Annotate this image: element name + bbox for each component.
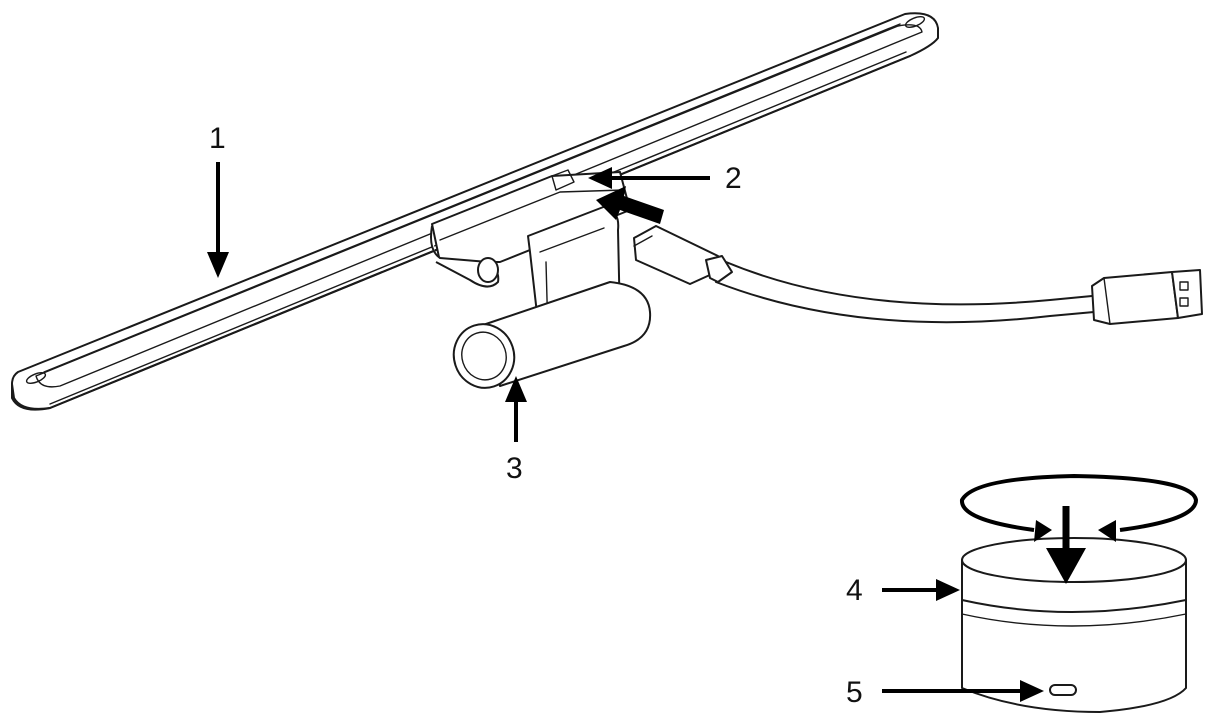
insert-arrow-icon [596,186,664,224]
clamp-icon [430,169,652,389]
callout-arrow-1 [207,162,229,278]
rotate-arrows-icon [960,473,1199,542]
callout-label-1: 1 [209,122,226,155]
callout-arrow-3 [505,376,527,442]
callout-arrow-2 [588,167,710,189]
callout-label-4: 4 [846,574,863,607]
usb-c-port-icon [1049,684,1077,696]
callout-arrow-4 [882,579,960,601]
callout-label-5: 5 [846,676,863,709]
usb-cable-icon [633,225,1203,325]
callout-label-2: 2 [725,162,742,195]
callout-arrow-5 [882,680,1044,702]
press-arrow-icon [1046,506,1086,584]
callout-label-3: 3 [506,452,523,485]
